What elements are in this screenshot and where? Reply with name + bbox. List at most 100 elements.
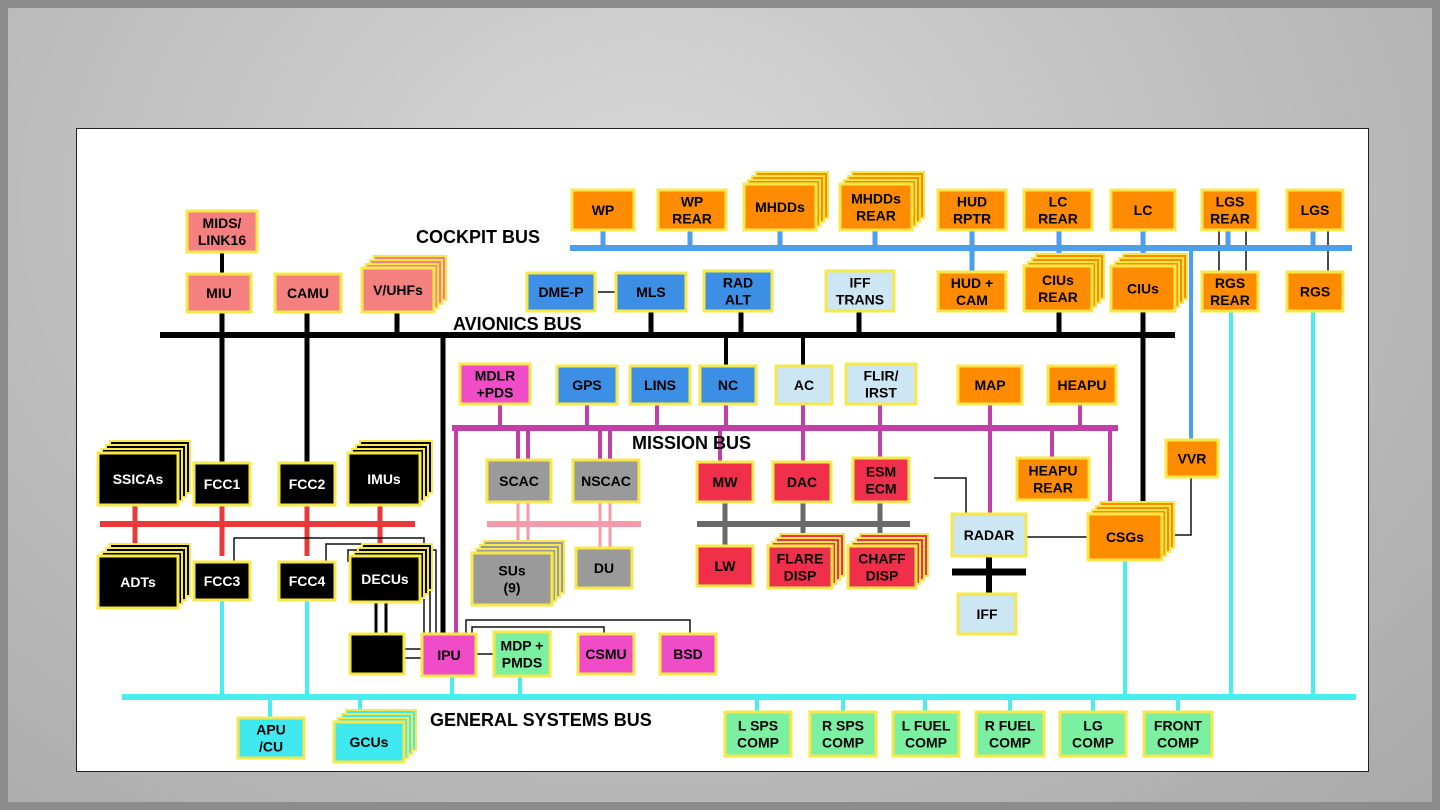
node-box <box>236 716 306 760</box>
node-label: L SPS <box>738 718 778 734</box>
node-lins: LINS <box>628 364 692 406</box>
node-label: DECUs <box>361 571 409 587</box>
node-label: MW <box>713 474 739 490</box>
node-box <box>656 188 728 232</box>
node-box <box>702 269 774 313</box>
node-box <box>824 269 896 313</box>
node-apu: APU/CU <box>236 716 306 760</box>
node-label: NSCAC <box>581 473 631 489</box>
node-lgs: LGS <box>1285 188 1345 232</box>
node-box <box>346 451 422 507</box>
node-box <box>695 544 755 588</box>
node-box <box>570 188 636 232</box>
node-box <box>891 710 961 758</box>
node-box <box>1058 710 1128 758</box>
signal-connector <box>465 619 691 641</box>
node-label: ALT <box>725 292 752 308</box>
node-box <box>492 630 552 678</box>
node-fcc3: FCC3 <box>192 560 252 602</box>
node-label: AC <box>794 377 814 393</box>
node-rgs: RGS <box>1285 270 1345 313</box>
node-box <box>695 460 755 504</box>
node-label: LINS <box>644 377 676 393</box>
node-ac: AC <box>774 364 834 406</box>
node-label: MDP + <box>501 638 544 654</box>
node-label: ECM <box>865 481 896 497</box>
node-wp: WP <box>570 188 636 232</box>
node-iff: IFF <box>956 592 1018 636</box>
node-label: IMUs <box>367 471 401 487</box>
node-label: IFF <box>977 606 998 622</box>
node-dmep: DME-P <box>525 271 597 313</box>
node-box <box>614 271 688 313</box>
node-nscac: NSCAC <box>571 458 641 504</box>
node-box <box>851 456 911 504</box>
node-box <box>1142 710 1214 758</box>
node-label: REAR <box>856 208 896 224</box>
node-label: LW <box>715 558 737 574</box>
node-box <box>766 544 834 590</box>
node-box <box>1046 364 1118 406</box>
node-mdlr: MDLR+PDS <box>458 362 532 406</box>
node-box <box>956 364 1024 406</box>
node-dac: DAC <box>771 460 833 504</box>
node-mids: MIDS/LINK16 <box>185 209 259 254</box>
node-box <box>723 710 793 758</box>
node-label: REAR <box>1210 292 1250 308</box>
node-label: DISP <box>784 568 817 584</box>
node-bsd: BSD <box>658 632 718 676</box>
node-box <box>846 544 918 590</box>
node-label: MHDDs <box>851 191 901 207</box>
node-label: DU <box>594 560 614 576</box>
node-label: FLIR/ <box>864 368 899 384</box>
node-box <box>774 364 834 406</box>
node-label: VVR <box>1178 451 1207 467</box>
node-label: MIDS/ <box>203 215 242 231</box>
node-box <box>742 182 818 232</box>
node-box <box>936 270 1008 313</box>
node-box <box>1109 188 1177 232</box>
node-label: FCC2 <box>289 476 326 492</box>
node-box <box>277 560 337 602</box>
node-label: DME-P <box>538 284 583 300</box>
signal-connector <box>934 477 967 514</box>
node-label: /CU <box>259 739 283 755</box>
node-box <box>1164 438 1220 479</box>
node-label: REAR <box>1033 480 1073 496</box>
node-label: NC <box>718 377 738 393</box>
node-box <box>332 720 406 764</box>
node-label: RGS <box>1300 284 1330 300</box>
node-label: HUD + <box>951 275 993 291</box>
node-box <box>348 632 406 676</box>
node-csmu: CSMU <box>576 632 636 676</box>
node-box <box>485 458 553 504</box>
node-box <box>525 271 597 313</box>
node-vvr: VVR <box>1164 438 1220 479</box>
node-label: LG <box>1083 718 1103 734</box>
node-label: L FUEL <box>902 718 951 734</box>
node-box <box>1086 512 1164 562</box>
node-label: ESM <box>866 464 896 480</box>
diagram-panel <box>76 128 1369 772</box>
node-box <box>808 710 878 758</box>
node-box <box>1022 188 1094 232</box>
node-box <box>838 182 914 232</box>
node-label: R FUEL <box>985 718 1036 734</box>
node-label: CAM <box>956 292 988 308</box>
node-box <box>96 554 180 610</box>
node-box <box>1200 188 1260 232</box>
node-label: MLS <box>636 284 666 300</box>
node-box <box>698 364 758 406</box>
node-label: (9) <box>503 580 520 596</box>
node-label: CHAFF <box>858 551 906 567</box>
node-label: R SPS <box>822 718 864 734</box>
